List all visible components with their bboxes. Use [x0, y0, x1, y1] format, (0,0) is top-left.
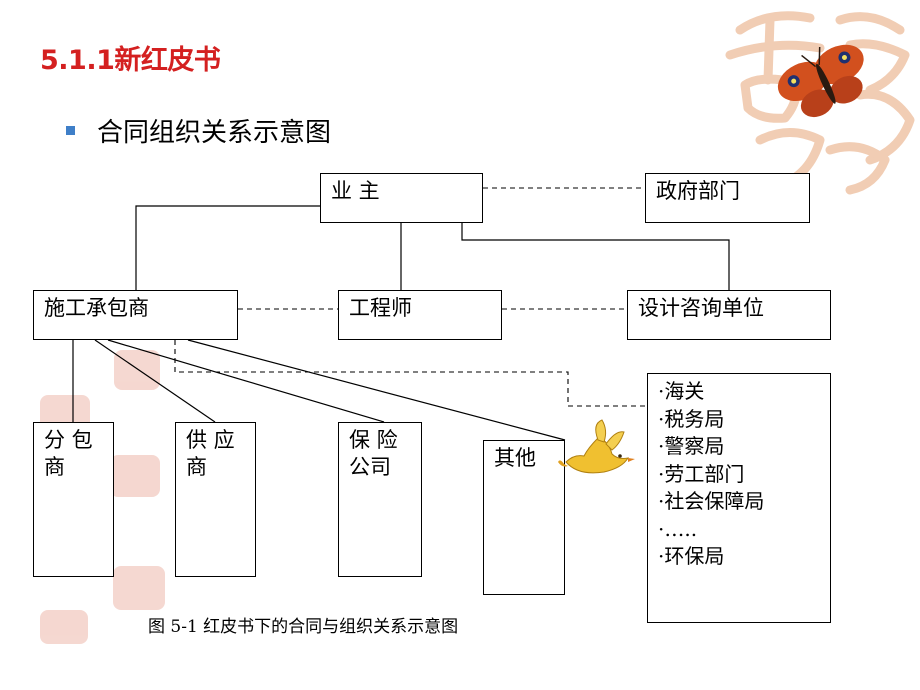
node-label: 施工承包商: [44, 296, 149, 320]
node-supplier: 供 应 商: [175, 422, 256, 577]
node-owner: 业 主: [320, 173, 483, 223]
figure-caption: 图 5-1 红皮书下的合同与组织关系示意图: [148, 617, 459, 637]
node-label: 保 险 公司: [349, 428, 398, 479]
list-item: ·社会保障局: [658, 489, 765, 513]
list-item: ·劳工部门: [658, 461, 745, 486]
node-label: 业 主: [331, 179, 380, 203]
node-others: 其他: [483, 440, 565, 595]
node-label: 其他: [494, 446, 536, 470]
node-subcontractor: 分 包 商: [33, 422, 114, 577]
list-item: ·…..: [658, 516, 698, 541]
bullet-marker: [66, 126, 75, 135]
node-engineer: 工程师: [338, 290, 502, 340]
list-item: ·海关: [658, 379, 705, 403]
list-item: ·警察局: [658, 434, 725, 458]
slide-title: 5.1.1新红皮书: [40, 45, 221, 76]
node-label: 分 包 商: [44, 428, 93, 479]
bird-icon: [558, 419, 635, 474]
node-others-list: ·海关 ·税务局 ·警察局 ·劳工部门 ·社会保障局 ·….. ·环保局: [647, 373, 831, 623]
node-insurance: 保 险 公司: [338, 422, 422, 577]
butterfly-icon: [777, 44, 864, 118]
node-label: 供 应 商: [186, 428, 235, 479]
node-label: 设计咨询单位: [638, 296, 764, 320]
node-government: 政府部门: [645, 173, 810, 223]
list-item: ·税务局: [658, 406, 725, 431]
bullet-item: 合同组织关系示意图: [66, 112, 331, 149]
calligraphy-watermark: [725, 11, 915, 195]
stamp-decoration: [110, 350, 160, 497]
list-item: ·环保局: [658, 544, 725, 568]
node-label: 政府部门: [656, 179, 740, 203]
node-label: 工程师: [349, 296, 412, 320]
node-contractor: 施工承包商: [33, 290, 238, 340]
node-design-consultant: 设计咨询单位: [627, 290, 831, 340]
bullet-text: 合同组织关系示意图: [97, 118, 332, 148]
others-list: ·海关 ·税务局 ·警察局 ·劳工部门 ·社会保障局 ·….. ·环保局: [658, 378, 764, 571]
stamp-decoration: [113, 566, 165, 610]
